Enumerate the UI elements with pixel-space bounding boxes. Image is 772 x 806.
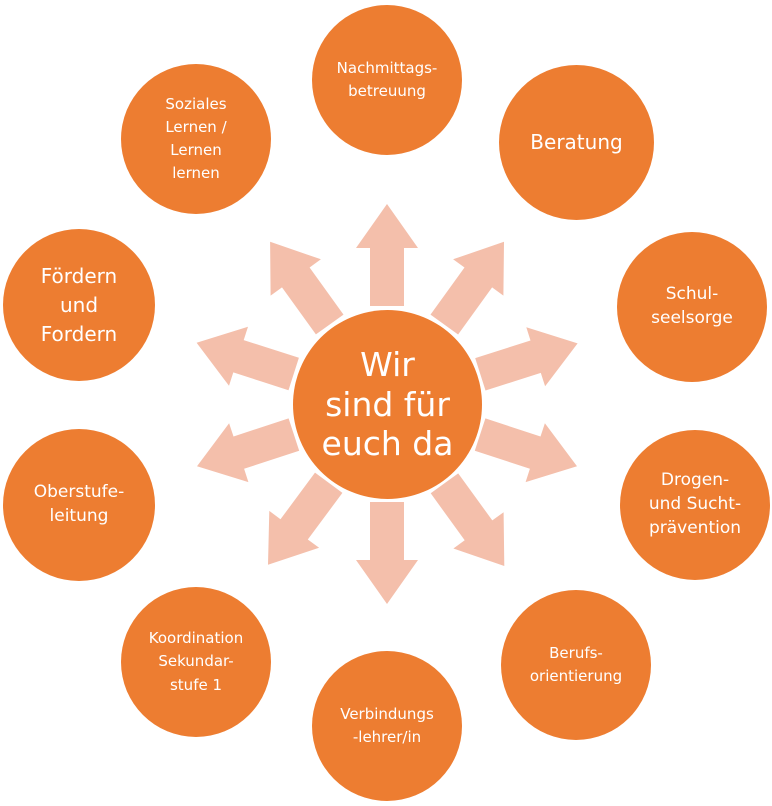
node-label-berufsorientierung: Berufs- orientierung [529,643,623,685]
arrow-to-berufsorientierung [430,473,505,566]
arrow-to-koordination-sekundarstufe [268,472,343,565]
arrow-to-foerdern-fordern [196,326,299,391]
node-berufsorientierung: Berufs- orientierung [501,590,651,740]
node-nachmittagsbetreuung: Nachmittags- betreuung [312,5,462,155]
arrow-to-nachmittagsbetreuung [356,204,418,306]
node-label-koordination-sekundarstufe: Koordination Sekundar- stufe 1 [148,629,244,694]
node-drogen-suchtpraevention: Drogen- und Sucht- prävention [620,430,770,580]
node-label-foerdern-fordern: Fördern und Fordern [40,263,118,346]
arrow-to-oberstufenleitung [197,418,300,483]
node-soziales-lernen: Soziales Lernen / Lernen lernen [121,64,271,214]
node-label-verbindungslehrer: Verbindungs -lehrer/in [340,704,434,746]
node-label-schulseelsorge: Schul- seelsorge [651,284,733,328]
node-label-oberstufenleitung: Oberstufe- leitung [33,482,125,526]
arrow-to-drogen-suchtpraevention [474,418,577,483]
node-schulseelsorge: Schul- seelsorge [617,232,767,382]
center-label: Wir sind für euch da [321,345,454,464]
node-verbindungslehrer: Verbindungs -lehrer/in [312,651,462,801]
node-beratung: Beratung [499,65,654,220]
node-label-soziales-lernen: Soziales Lernen / Lernen lernen [165,94,227,183]
node-koordination-sekundarstufe: Koordination Sekundar- stufe 1 [121,587,271,737]
center-node: Wir sind für euch da [293,310,482,499]
node-label-drogen-suchtpraevention: Drogen- und Sucht- prävention [648,470,742,538]
node-label-beratung: Beratung [530,130,623,154]
arrow-to-soziales-lernen [270,241,344,335]
node-foerdern-fordern: Fördern und Fordern [3,229,155,381]
node-label-nachmittagsbetreuung: Nachmittags- betreuung [336,58,438,100]
arrow-to-beratung [430,241,504,335]
node-oberstufenleitung: Oberstufe- leitung [3,429,155,581]
arrow-to-schulseelsorge [475,327,578,391]
arrow-to-verbindungslehrer [356,502,418,604]
